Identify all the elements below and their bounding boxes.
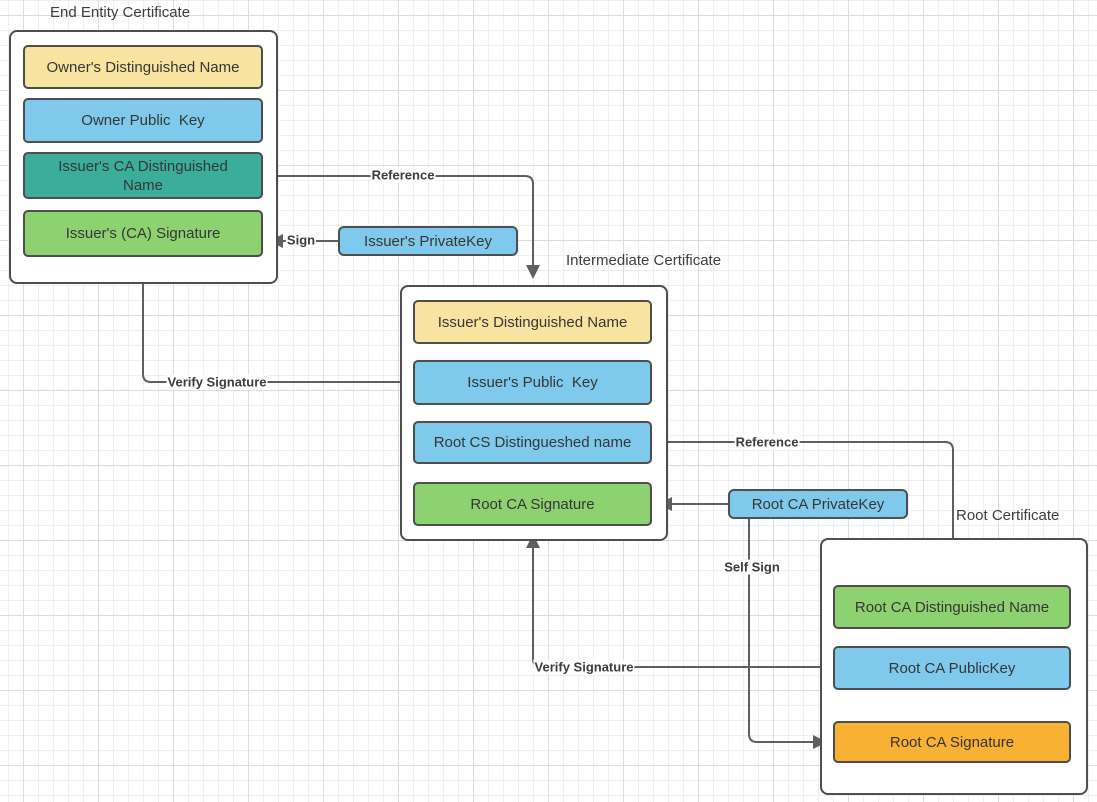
root-ca-signature-box[interactable]: Root CA Signature (833, 721, 1071, 763)
intermediate-root-ca-signature-label: Root CA Signature (470, 495, 595, 513)
end-entity-certificate-title: End Entity Certificate (50, 4, 191, 21)
verify-signature-arrow-root-to-intermediate[interactable] (526, 534, 833, 668)
owner-public-key-label: Owner Public Key (81, 112, 205, 129)
issuer-ca-distinguished-name-label: Issuer's CA Distinguished Name (58, 157, 232, 194)
self-sign-label: Self Sign (723, 559, 781, 575)
issuers-privatekey-label: Issuer's PrivateKey (364, 232, 492, 250)
root-ca-distinguished-name-box[interactable]: Root CA Distinguished Name (833, 585, 1071, 629)
issuer-distinguished-name-box[interactable]: Issuer's Distinguished Name (413, 300, 652, 344)
root-cs-distinguished-name-label: Root CS Distingueshed name (433, 434, 632, 451)
owner-distinguished-name-label: Owner's Distinguished Name (46, 58, 240, 76)
intermediate-certificate-title: Intermediate Certificate (566, 252, 722, 269)
root-ca-signature-label: Root CA Signature (889, 733, 1015, 751)
verify-signature-label-root-to-intermediate: Verify Signature (533, 659, 635, 675)
root-certificate-title: Root Certificate (956, 507, 1060, 524)
sign-label: Sign (285, 232, 317, 248)
root-cs-distinguished-name-box[interactable]: Root CS Distingueshed name (413, 421, 652, 464)
issuer-public-key-box[interactable]: Issuer's Public Key (413, 360, 652, 405)
issuer-ca-signature-box[interactable]: Issuer's (CA) Signature (23, 210, 263, 257)
intermediate-root-ca-signature-box[interactable]: Root CA Signature (413, 482, 652, 526)
verify-signature-label-intermediate-to-end: Verify Signature (166, 374, 268, 390)
issuer-ca-distinguished-name-box[interactable]: Issuer's CA Distinguished Name (23, 152, 263, 199)
root-ca-public-key-box[interactable]: Root CA PublicKey (833, 646, 1071, 690)
issuer-ca-signature-label: Issuer's (CA) Signature (65, 225, 221, 242)
root-ca-privatekey-label: Root CA PrivateKey (751, 495, 885, 513)
issuer-distinguished-name-label: Issuer's Distinguished Name (437, 313, 628, 331)
self-sign-arrow[interactable] (748, 519, 827, 749)
issuer-public-key-label: Issuer's Public Key (467, 374, 598, 391)
root-ca-distinguished-name-label: Root CA Distinguished Name (854, 598, 1050, 616)
owner-public-key-box[interactable]: Owner Public Key (23, 98, 263, 143)
reference-label-end-to-intermediate: Reference (370, 167, 436, 183)
owner-distinguished-name-box[interactable]: Owner's Distinguished Name (23, 45, 263, 89)
issuers-privatekey-box[interactable]: Issuer's PrivateKey (338, 226, 518, 256)
root-ca-public-key-label: Root CA PublicKey (888, 659, 1016, 677)
root-ca-privatekey-box[interactable]: Root CA PrivateKey (728, 489, 908, 519)
reference-label-intermediate-to-root: Reference (734, 434, 800, 450)
